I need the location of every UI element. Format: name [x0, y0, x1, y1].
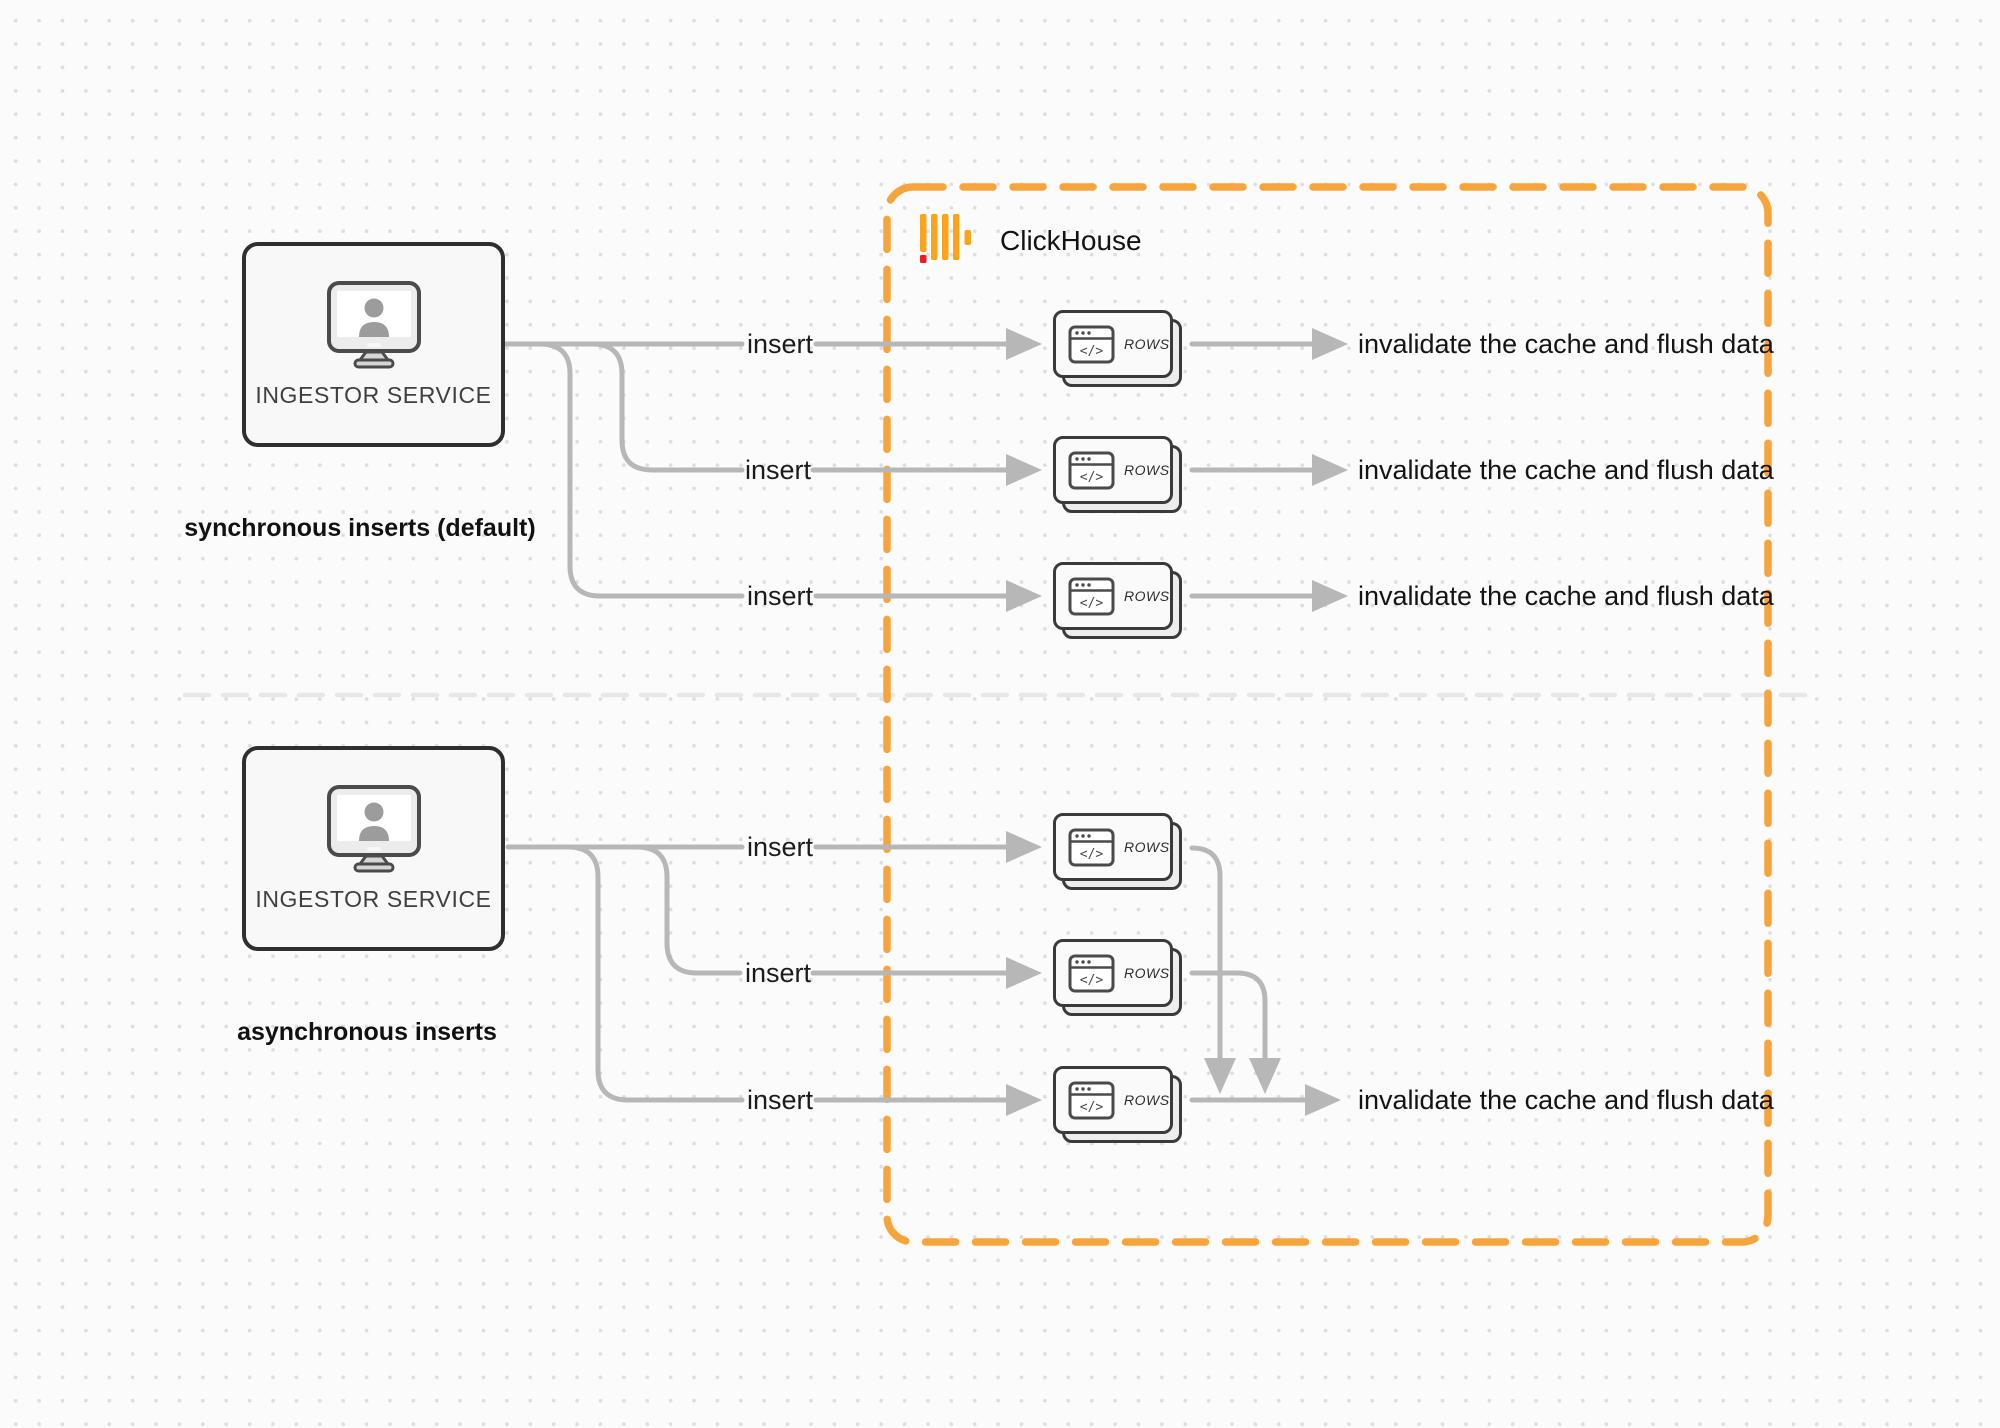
arrowhead-icon	[1006, 831, 1042, 863]
arrowhead-icon	[1006, 328, 1042, 360]
arrowhead-icon	[1312, 454, 1348, 486]
result-label: invalidate the cache and flush data	[1358, 329, 1774, 359]
insert-label: insert	[746, 832, 814, 862]
monitor-user-icon	[326, 281, 421, 369]
browser-window-icon: </>	[1068, 577, 1115, 615]
insert-label: insert	[744, 455, 812, 485]
async-merge-line-2	[1189, 970, 1268, 1061]
sync-branch-line-3	[537, 341, 745, 599]
rows-node-card: </> ROWS	[1053, 310, 1173, 378]
browser-window-icon: </>	[1068, 1081, 1115, 1119]
insert-label: insert	[746, 329, 814, 359]
arrowhead-icon	[1312, 580, 1348, 612]
rows-node-card: </> ROWS	[1053, 1066, 1173, 1134]
svg-text:</>: </>	[1080, 847, 1104, 862]
arrowhead-icon	[1006, 1084, 1042, 1116]
rows-node-card: </> ROWS	[1053, 562, 1173, 630]
monitor-user-icon	[326, 785, 421, 873]
arrowhead-icon	[1305, 1084, 1341, 1116]
rows-label: ROWS	[1124, 336, 1170, 352]
arrowhead-icon	[1006, 580, 1042, 612]
clickhouse-header: ClickHouse	[920, 214, 1142, 268]
rows-node: </> ROWS	[1053, 813, 1183, 891]
arrowhead-down-icon	[1249, 1058, 1281, 1094]
result-label: invalidate the cache and flush data	[1358, 1085, 1774, 1115]
rows-node-card: </> ROWS	[1053, 436, 1173, 504]
insert-label: insert	[746, 1085, 814, 1115]
browser-window-icon: </>	[1068, 325, 1115, 363]
rows-node: </> ROWS	[1053, 436, 1183, 514]
svg-text:</>: </>	[1080, 596, 1104, 611]
browser-window-icon: </>	[1068, 451, 1115, 489]
ingestor-service-box-sync: INGESTOR SERVICE	[242, 242, 505, 447]
insert-label: insert	[744, 958, 812, 988]
async-caption: asynchronous inserts	[237, 1018, 497, 1046]
rows-label: ROWS	[1124, 462, 1170, 478]
arrowhead-icon	[1312, 328, 1348, 360]
async-branch-line-3	[565, 844, 745, 1103]
rows-label: ROWS	[1124, 1092, 1170, 1108]
clickhouse-logo-icon	[920, 214, 971, 263]
browser-window-icon: </>	[1068, 954, 1115, 992]
rows-node-card: </> ROWS	[1053, 813, 1173, 881]
rows-node: </> ROWS	[1053, 1066, 1183, 1144]
sync-branch-line-2	[589, 341, 745, 473]
insert-label: insert	[746, 581, 814, 611]
async-merge-line-1	[1189, 845, 1223, 1061]
rows-node: </> ROWS	[1053, 939, 1183, 1017]
rows-node-card: </> ROWS	[1053, 939, 1173, 1007]
arrowhead-down-icon	[1204, 1058, 1236, 1094]
svg-text:</>: </>	[1080, 344, 1104, 359]
rows-node: </> ROWS	[1053, 310, 1183, 388]
arrowhead-icon	[1006, 957, 1042, 989]
clickhouse-wordmark: ClickHouse	[1000, 225, 1142, 256]
svg-text:</>: </>	[1080, 1100, 1104, 1115]
async-branch-line-2	[634, 844, 743, 976]
sync-caption: synchronous inserts (default)	[184, 514, 536, 542]
rows-node: </> ROWS	[1053, 562, 1183, 640]
result-label: invalidate the cache and flush data	[1358, 581, 1774, 611]
svg-text:</>: </>	[1080, 470, 1104, 485]
ingestor-service-box-async: INGESTOR SERVICE	[242, 746, 505, 951]
ingestor-service-label: INGESTOR SERVICE	[255, 382, 492, 408]
svg-text:</>: </>	[1080, 973, 1104, 988]
result-label: invalidate the cache and flush data	[1358, 455, 1774, 485]
rows-label: ROWS	[1124, 965, 1170, 981]
ingestor-service-label: INGESTOR SERVICE	[255, 886, 492, 912]
arrowhead-icon	[1006, 454, 1042, 486]
connector-lines	[502, 341, 1315, 1103]
rows-label: ROWS	[1124, 839, 1170, 855]
rows-label: ROWS	[1124, 588, 1170, 604]
browser-window-icon: </>	[1068, 828, 1115, 866]
